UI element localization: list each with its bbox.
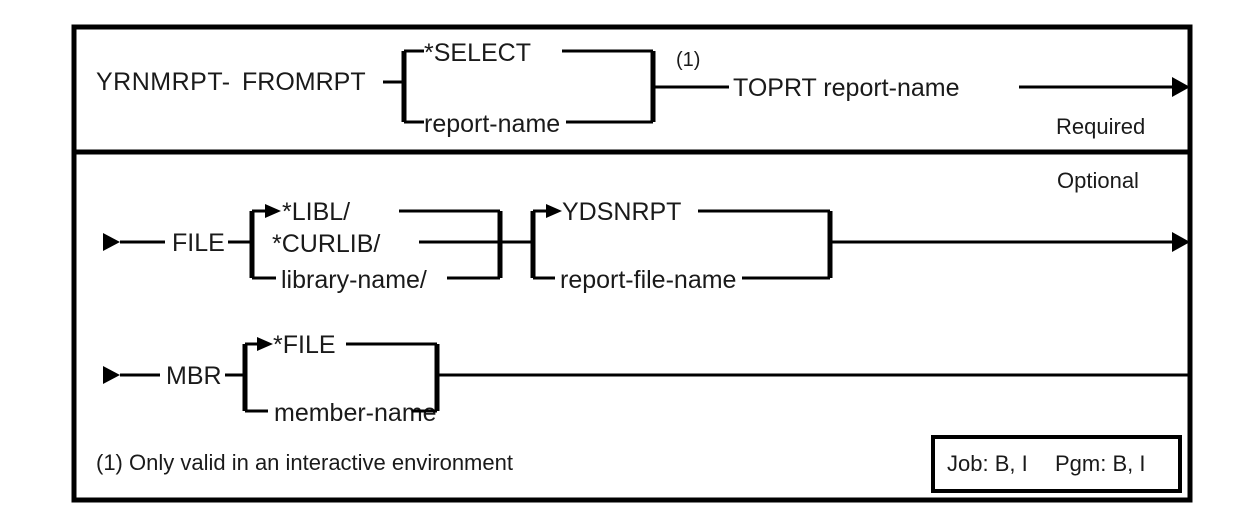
- choice-select: *SELECT: [424, 39, 531, 67]
- keyword-fromrpt: FROMRPT: [242, 68, 366, 96]
- legend-job-label: Job: B, I: [947, 451, 1028, 476]
- choice-curlib: *CURLIB/: [272, 230, 380, 258]
- file-name-split-rails: [530, 204, 562, 280]
- command-label: YRNMRPT-: [96, 68, 231, 96]
- keyword-toprt: TOPRT report-name: [733, 74, 959, 102]
- required-side-label: Required: [1056, 114, 1145, 139]
- choice-report-name: report-name: [424, 110, 560, 138]
- mbr-parameter-row: MBR *FILE member-name: [103, 331, 1190, 427]
- fromrpt-split-rails: [383, 49, 424, 124]
- file-qualifier-join-rails: [399, 209, 503, 280]
- file-exit-arrow: [830, 232, 1190, 252]
- file-name-join-rails: [698, 209, 833, 280]
- choice-library-name: library-name/: [281, 266, 427, 294]
- choice-ydsnrpt: YDSNRPT: [562, 198, 681, 226]
- choice-member-name: member-name: [274, 399, 437, 427]
- file-entry-arrow: [103, 233, 165, 251]
- mbr-join-rails: [346, 342, 440, 413]
- file-parameter-row: FILE *LIBL/ *CURLIB/ library-name/: [103, 198, 1190, 294]
- diagram-outer-frame: [71, 24, 1193, 503]
- mbr-split-rails: [242, 337, 273, 413]
- legend-pgm-label: Pgm: B, I: [1055, 451, 1145, 476]
- choice-report-file-name: report-file-name: [560, 266, 736, 294]
- choice-star-file: *FILE: [273, 331, 336, 359]
- legend-box: Job: B, I Pgm: B, I: [931, 435, 1182, 493]
- keyword-mbr: MBR: [166, 362, 222, 390]
- fromrpt-join-rails: [562, 49, 729, 124]
- keyword-file: FILE: [172, 229, 225, 257]
- required-section: YRNMRPT- FROMRPT *SELECT report-name: [96, 39, 1190, 139]
- required-end-arrow: [1019, 77, 1190, 97]
- file-qualifier-split-rails: [249, 204, 281, 280]
- choice-libl: *LIBL/: [282, 198, 350, 226]
- optional-side-label: Optional: [1057, 168, 1139, 193]
- footnote-text: (1) Only valid in an interactive environ…: [96, 450, 513, 475]
- footnote-marker: (1): [676, 49, 700, 71]
- mbr-entry-arrow: [103, 366, 160, 384]
